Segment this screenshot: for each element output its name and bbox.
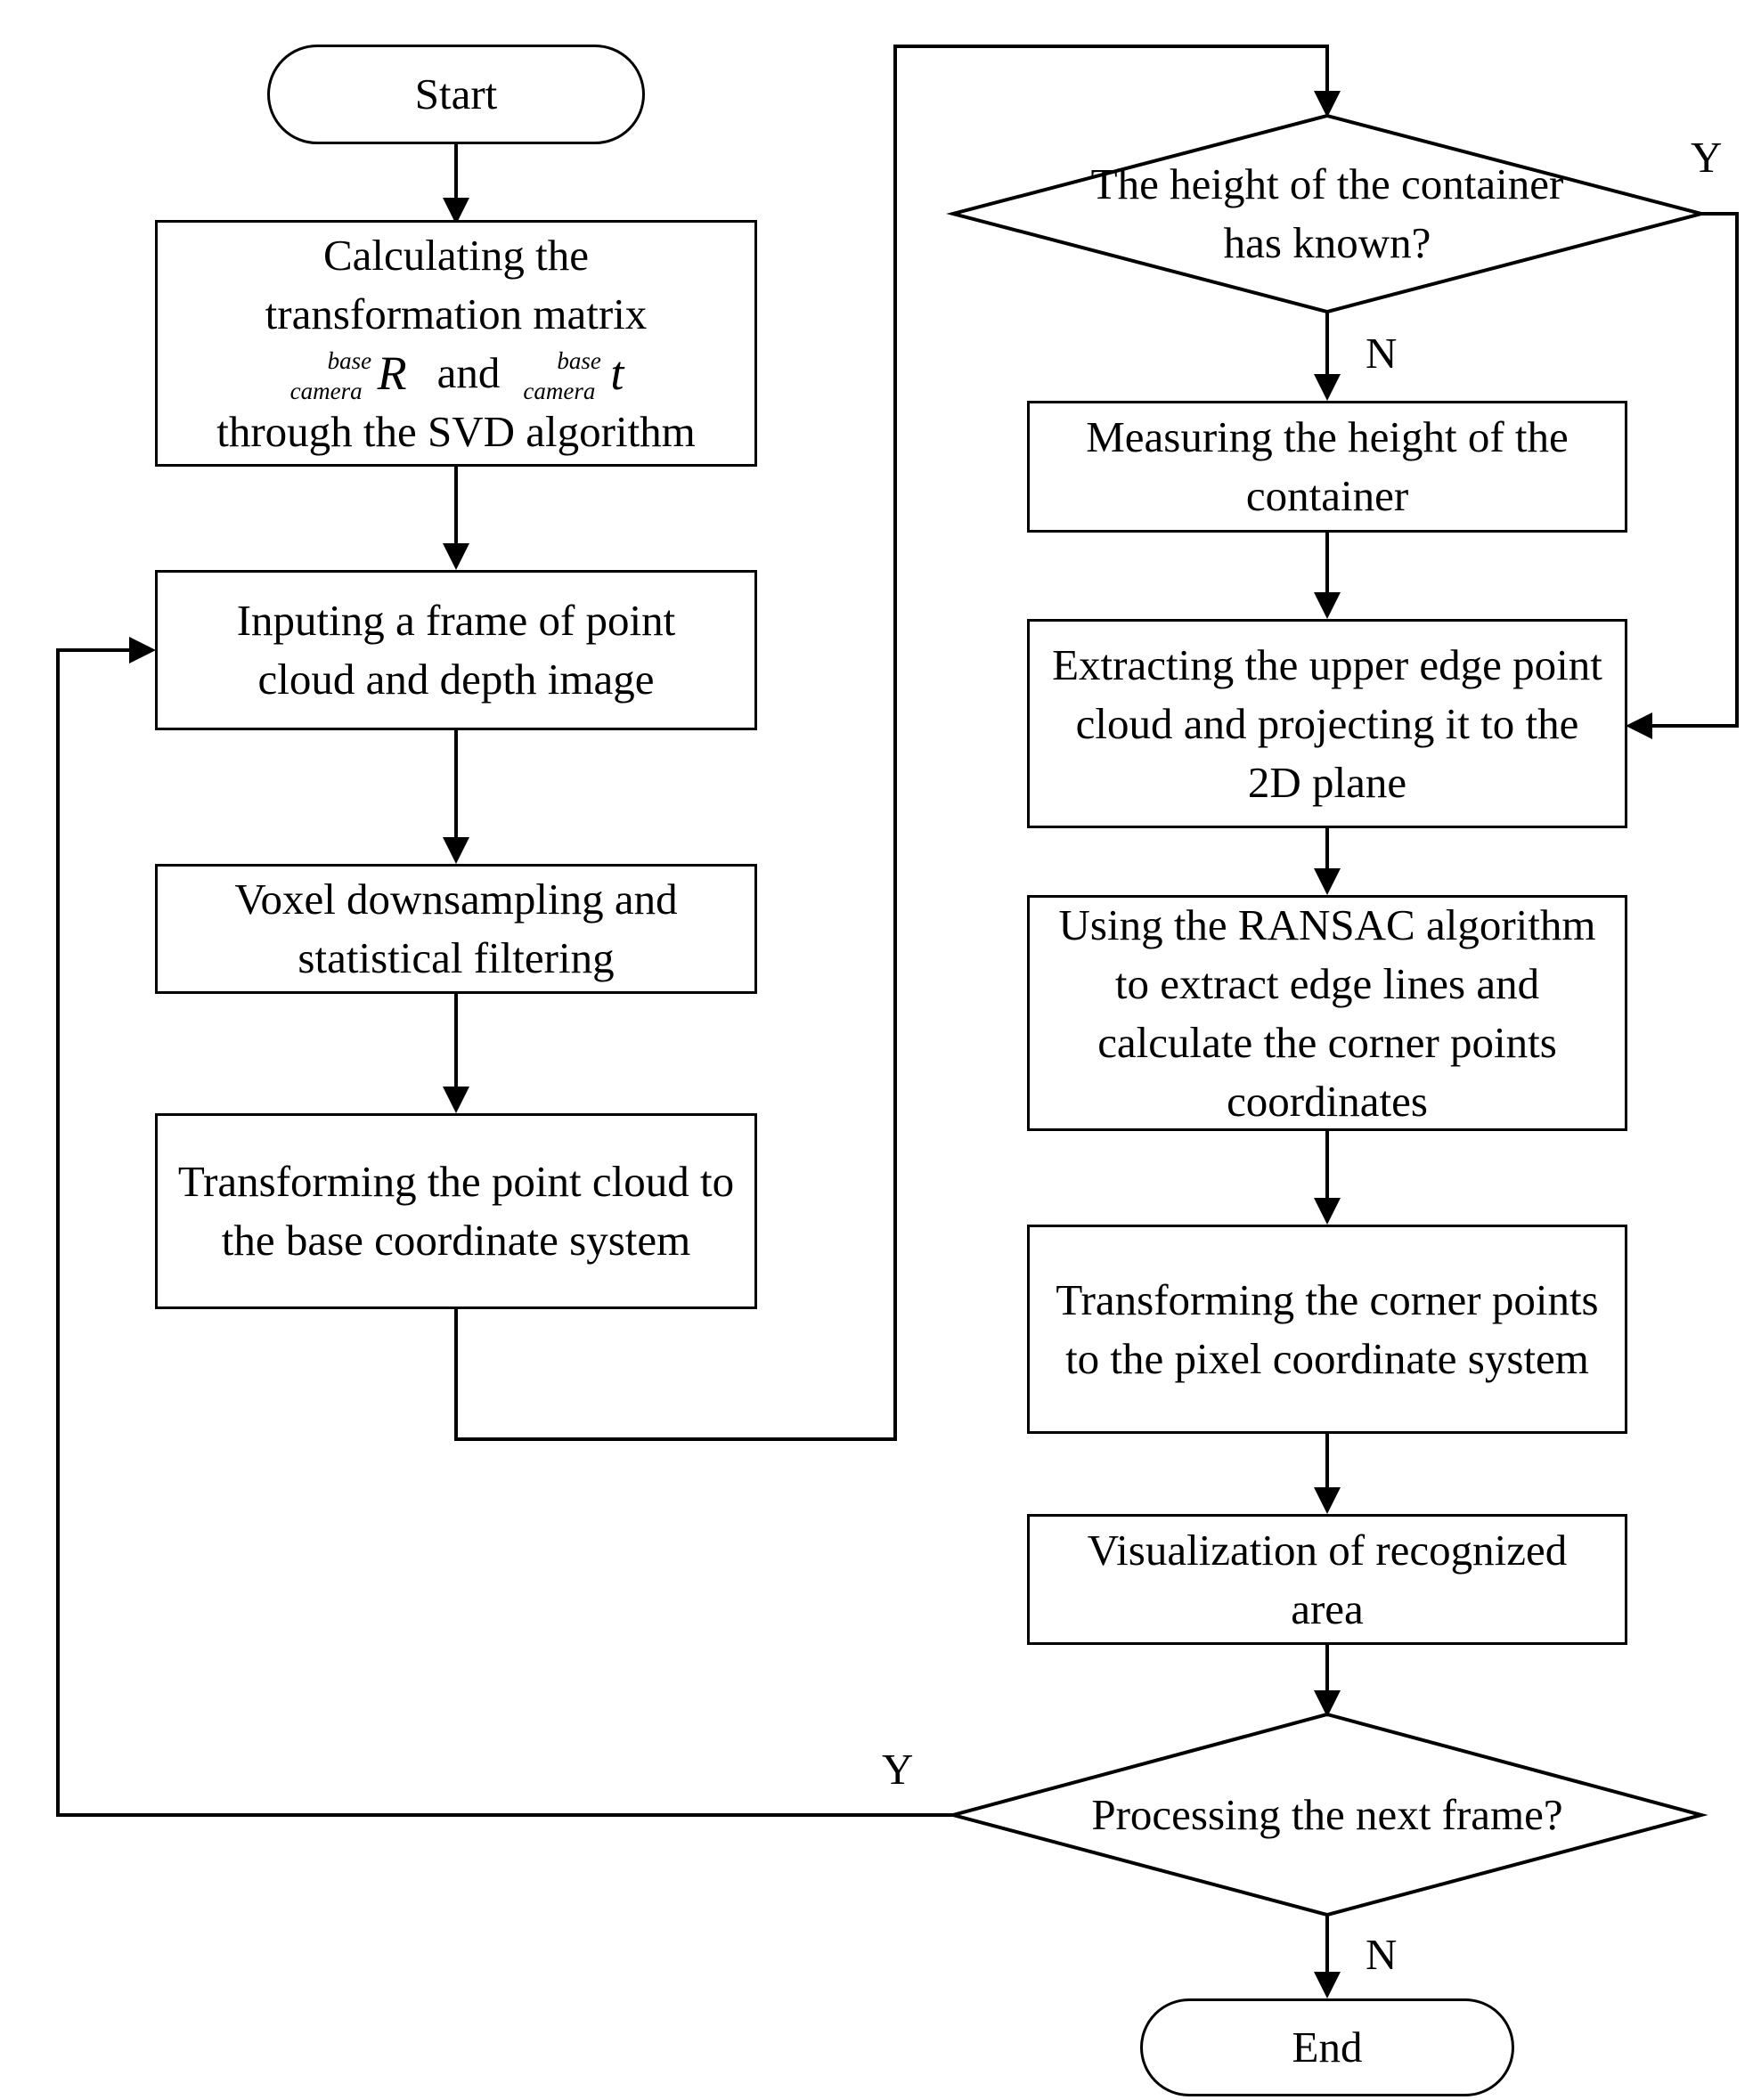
transform-corner-label: Transforming the corner points to the pi… bbox=[1056, 1274, 1599, 1383]
r-frame-notation: base camera bbox=[289, 344, 378, 403]
arrowhead-voxel bbox=[443, 837, 469, 864]
decision-height-label: The height of the container has known? bbox=[1090, 159, 1564, 267]
decision-next-frame-label: Processing the next frame? bbox=[1091, 1790, 1563, 1839]
ransac-label: Using the RANSAC algorithm to extract ed… bbox=[1058, 899, 1596, 1126]
extract-edge-box: Extracting the upper edge point cloud an… bbox=[1027, 619, 1627, 828]
next-no-label: N bbox=[1366, 1930, 1398, 1979]
calc-line-1: Calculating the bbox=[323, 230, 589, 280]
r-superscript: base bbox=[327, 346, 372, 374]
r-subscript: camera bbox=[289, 377, 363, 404]
next-yes-label: Y bbox=[882, 1745, 914, 1794]
ransac-box: Using the RANSAC algorithm to extract ed… bbox=[1027, 895, 1627, 1131]
transform-point-cloud-box: Transforming the point cloud to the base… bbox=[155, 1113, 757, 1309]
t-symbol: t bbox=[610, 346, 624, 400]
visualization-box: Visualization of recognized area bbox=[1027, 1514, 1627, 1645]
calc-line-4: through the SVD algorithm bbox=[216, 406, 696, 456]
arrowhead-corner bbox=[1314, 1198, 1341, 1225]
t-subscript: camera bbox=[523, 377, 596, 404]
connector-next-yes-loop bbox=[56, 648, 953, 1817]
extract-edge-label: Extracting the upper edge point cloud an… bbox=[1052, 639, 1602, 807]
t-frame-notation: base camera bbox=[521, 344, 610, 403]
arrowhead-extract-side bbox=[1626, 712, 1652, 739]
arrowhead-transform bbox=[443, 1087, 469, 1113]
and-text: and bbox=[436, 347, 501, 397]
connector-transform-to-decision bbox=[454, 45, 1329, 1441]
calc-transform-matrix-box: Calculating the transformation matrix ba… bbox=[155, 220, 757, 467]
voxel-filter-label: Voxel downsampling and statistical filte… bbox=[234, 875, 678, 982]
arrowhead-ransac bbox=[1314, 868, 1341, 895]
transform-point-cloud-label: Transforming the point cloud to the base… bbox=[177, 1157, 735, 1265]
start-terminal: Start bbox=[267, 45, 645, 144]
visualization-label: Visualization of recognized area bbox=[1087, 1525, 1568, 1633]
input-frame-box: Inputing a frame of point cloud and dept… bbox=[155, 570, 757, 730]
voxel-filter-box: Voxel downsampling and statistical filte… bbox=[155, 864, 757, 994]
arrowhead-input-side bbox=[129, 637, 156, 663]
arrowhead-end bbox=[1314, 1972, 1341, 1998]
connector-decision-yes bbox=[1643, 212, 1739, 728]
calc-line-2: transformation matrix bbox=[265, 289, 648, 338]
decision-height-known: The height of the container has known? bbox=[1069, 147, 1586, 281]
decision-next-frame: Processing the next frame? bbox=[1007, 1784, 1648, 1846]
height-no-label: N bbox=[1366, 329, 1398, 378]
start-label: Start bbox=[414, 69, 498, 118]
arrowhead-next bbox=[1314, 1690, 1341, 1717]
measure-height-box: Measuring the height of the container bbox=[1027, 401, 1627, 533]
arrowhead-visual bbox=[1314, 1487, 1341, 1514]
input-frame-label: Inputing a frame of point cloud and dept… bbox=[236, 596, 676, 704]
end-terminal: End bbox=[1140, 1998, 1514, 2096]
transform-corner-box: Transforming the corner points to the pi… bbox=[1027, 1225, 1627, 1434]
arrowhead-extract bbox=[1314, 592, 1341, 619]
arrowhead-decision-height bbox=[1314, 91, 1341, 118]
arrowhead-measure bbox=[1314, 374, 1341, 401]
height-yes-label: Y bbox=[1691, 133, 1723, 182]
arrowhead-input bbox=[443, 543, 469, 570]
calc-math-line: base camera R and base camera t bbox=[289, 344, 624, 403]
r-symbol: R bbox=[377, 346, 407, 400]
t-superscript: base bbox=[557, 346, 601, 374]
measure-height-label: Measuring the height of the container bbox=[1086, 412, 1569, 520]
end-label: End bbox=[1292, 2023, 1363, 2072]
arrowhead-calc bbox=[443, 198, 469, 224]
